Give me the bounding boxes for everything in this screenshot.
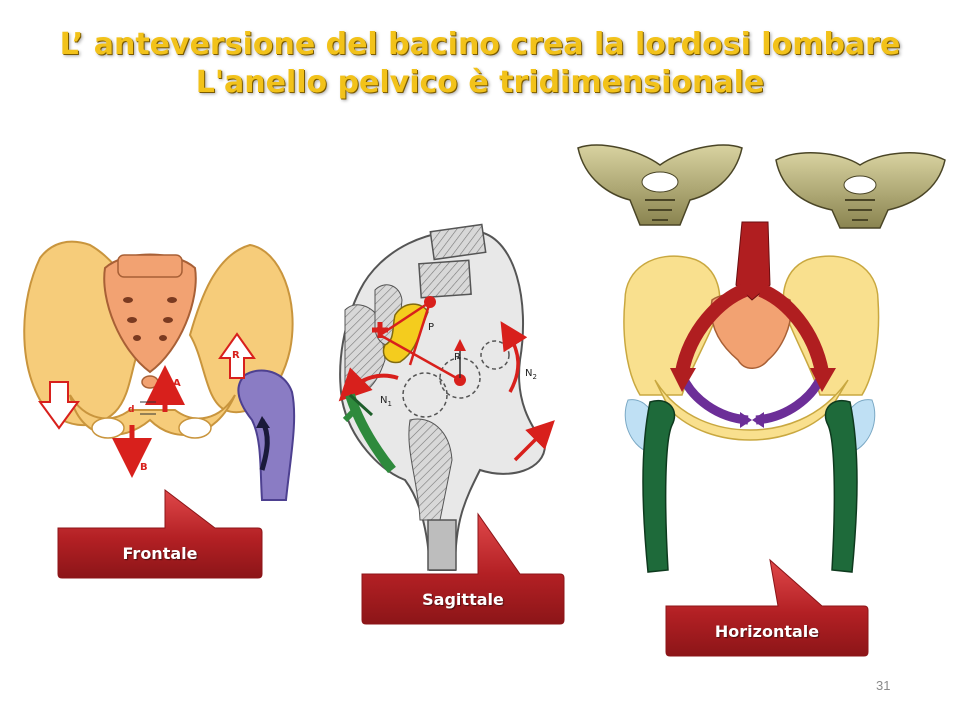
callout-horizontale-label: Horizontale — [714, 621, 820, 641]
svg-text:N1: N1 — [380, 395, 392, 408]
sagittal-label-r: R — [454, 352, 461, 363]
callout-horizontale: Horizontale — [666, 606, 868, 656]
horizontal-pelvis-figure — [623, 221, 880, 573]
callout-sagittale-label: Sagittale — [422, 589, 504, 609]
sagittal-label-n2: N — [525, 368, 532, 379]
callout-frontale-label: Frontale — [122, 543, 198, 563]
frontal-label-b: B — [140, 462, 148, 473]
sagittal-label-p: P — [428, 322, 434, 333]
slide-page-number: 31 — [876, 678, 891, 693]
callout-sagittale: Sagittale — [362, 574, 564, 624]
callout-sagittale-shape — [361, 512, 565, 625]
frontal-pelvis-figure: R A B d — [23, 240, 296, 501]
slide-title-line-1: L’ anteversione del bacino crea la lordo… — [59, 27, 901, 62]
frontal-label-r: R — [232, 350, 240, 361]
svg-text:N2: N2 — [525, 368, 537, 381]
callout-frontale-shape — [57, 488, 263, 579]
frontal-label-a: A — [173, 378, 181, 389]
sagittal-label-n1: N — [380, 395, 387, 406]
pelvis-3d-left — [577, 144, 743, 226]
sagittal-label-n2-sub: 2 — [532, 373, 536, 381]
pelvis-3d-right — [775, 152, 946, 229]
callout-frontale: Frontale — [58, 528, 262, 578]
sagittal-label-n1-sub: 1 — [387, 400, 391, 408]
callout-horizontale-shape — [665, 558, 869, 657]
frontal-label-d: d — [128, 405, 134, 415]
sagittal-pelvis-figure: R P N1 N2 — [338, 223, 555, 571]
slide-title-line-2: L'anello pelvico è tridimensionale — [195, 65, 765, 100]
